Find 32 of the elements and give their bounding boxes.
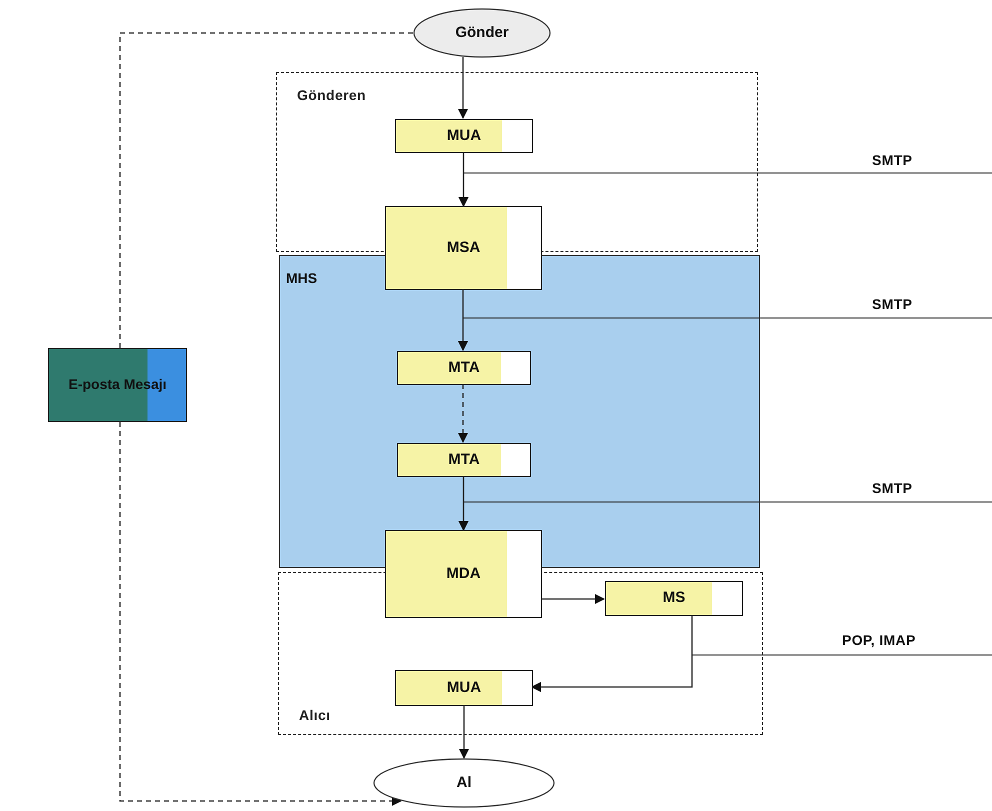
process-box xyxy=(385,206,542,290)
protocol-arrow xyxy=(531,654,992,692)
arrow xyxy=(458,57,468,119)
node-label: MDA xyxy=(446,564,481,584)
node-label: MTA xyxy=(448,358,480,378)
process-box xyxy=(395,670,533,706)
node-label: Alıcı xyxy=(299,706,330,725)
node-label: Gönder xyxy=(455,22,509,43)
node-label: MTA xyxy=(448,450,480,470)
node-label: Al xyxy=(456,772,472,793)
arrow xyxy=(542,594,605,604)
node-label: MUA xyxy=(446,678,482,698)
node-label: MHS xyxy=(286,269,318,288)
node-label: Gönderen xyxy=(297,86,366,105)
node-label: MS xyxy=(662,588,686,608)
arrow xyxy=(119,422,402,806)
process-box xyxy=(397,351,531,385)
process-box xyxy=(397,443,531,477)
node-label: MSA xyxy=(446,238,480,258)
node-label: MUA xyxy=(446,126,482,146)
terminal-ellipse xyxy=(373,758,555,808)
protocol-arrow xyxy=(458,172,992,207)
message-box xyxy=(48,348,187,422)
protocol-arrow xyxy=(458,318,992,351)
terminal-ellipse xyxy=(413,8,551,58)
system-region xyxy=(279,255,760,568)
process-box xyxy=(385,530,542,618)
arrow xyxy=(458,384,468,443)
protocol-arrow xyxy=(458,502,992,531)
arrow xyxy=(459,705,469,759)
process-box xyxy=(605,581,743,616)
process-box xyxy=(395,119,533,153)
